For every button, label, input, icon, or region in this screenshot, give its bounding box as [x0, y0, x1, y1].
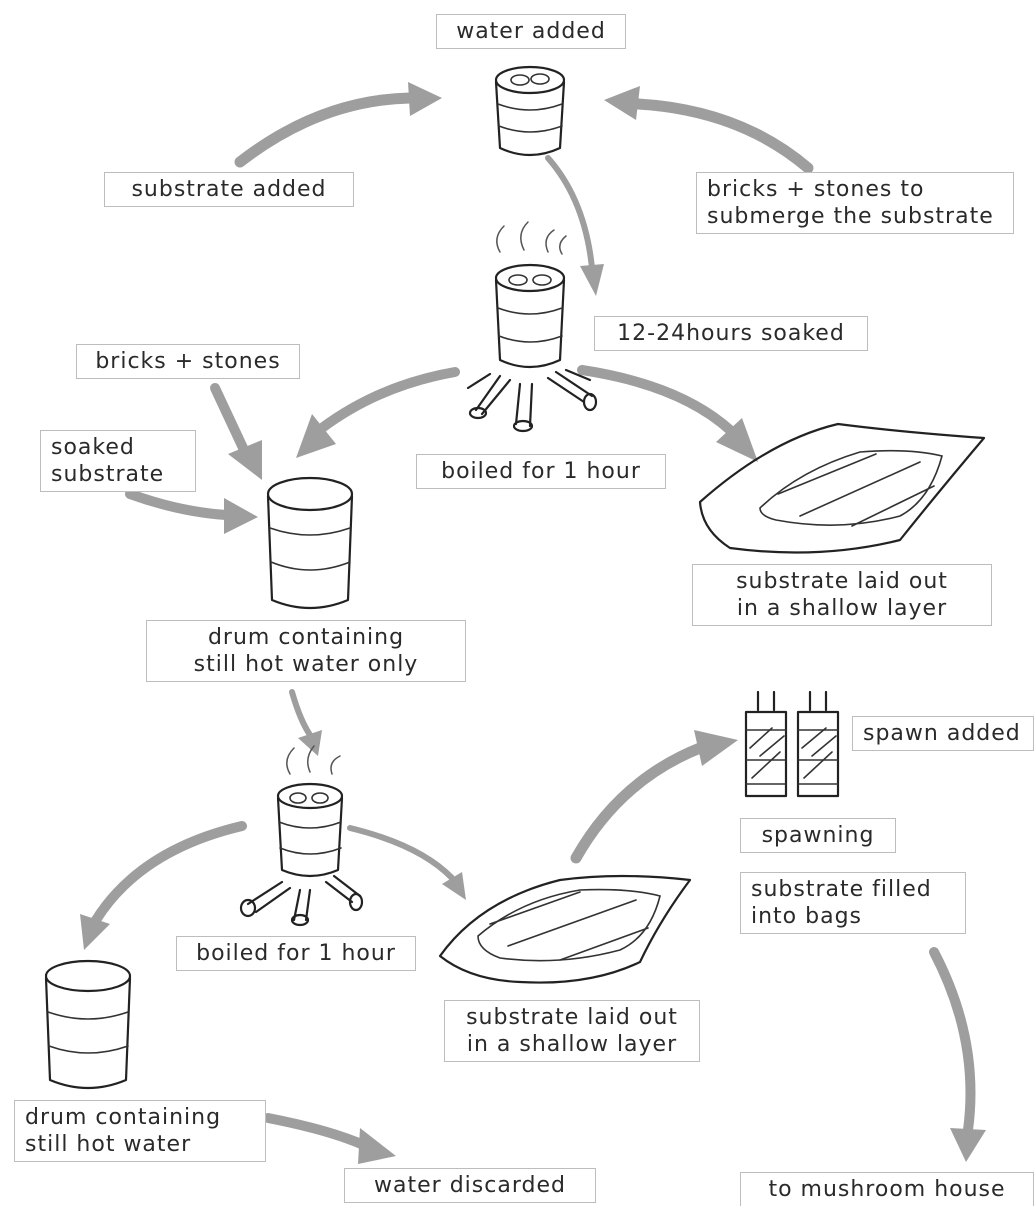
arrow-boil-to-drum-bottom	[80, 821, 247, 950]
label-laid-out-bottom-line-1: substrate laid out	[466, 1005, 678, 1030]
label-drum-hot-water-only-line-2: still hot water only	[193, 652, 419, 677]
label-substrate-added: substrate added	[104, 172, 354, 207]
label-boiled-bottom: boiled for 1 hour	[176, 936, 416, 971]
label-substrate-added-text: substrate added	[131, 177, 327, 202]
label-laid-out-top: substrate laid out in a shallow layer	[692, 564, 992, 626]
label-laid-out-bottom: substrate laid out in a shallow layer	[444, 1000, 700, 1062]
label-water-added-text: water added	[456, 19, 606, 44]
label-filled-into-bags: substrate filled into bags	[740, 872, 966, 934]
label-boiled-top-text: boiled for 1 hour	[441, 459, 641, 484]
boiling-drum-sketch-bottom	[239, 745, 364, 927]
drum-sketch-middle	[266, 476, 354, 610]
label-boiled-top: boiled for 1 hour	[416, 454, 666, 489]
label-filled-into-bags-line-2: into bags	[751, 904, 863, 929]
label-drum-hot-water: drum containing still hot water	[14, 1100, 266, 1162]
substrate-layer-sketch-bottom	[438, 874, 692, 984]
label-water-discarded: water discarded	[344, 1168, 596, 1203]
arrow-boil-to-layout-bottom	[347, 825, 466, 900]
label-bricks-stones-submerge: bricks + stones to submerge the substrat…	[696, 172, 1014, 234]
arrow-layout-to-spawn	[570, 730, 738, 864]
label-to-mushroom-house: to mushroom house	[740, 1172, 1034, 1206]
label-boiled-bottom-text: boiled for 1 hour	[196, 941, 396, 966]
label-soaked-duration: 12-24hours soaked	[594, 316, 868, 351]
drum-sketch-top	[494, 65, 566, 157]
label-drum-hot-water-line-2: still hot water	[25, 1132, 192, 1157]
label-water-added: water added	[436, 14, 626, 49]
arrow-bags-to-house	[929, 947, 986, 1162]
arrow-bricks-to-drum	[604, 86, 814, 174]
label-to-mushroom-house-text: to mushroom house	[768, 1177, 1006, 1202]
label-soaked-substrate-line-1: soaked	[51, 435, 135, 460]
spawn-bags-sketch	[744, 690, 840, 798]
arrow-drum-to-second-boil	[289, 689, 322, 756]
label-drum-hot-water-only: drum containing still hot water only	[146, 620, 466, 682]
label-soaked-duration-text: 12-24hours soaked	[617, 321, 845, 346]
label-spawn-added-text: spawn added	[863, 721, 1021, 746]
label-spawning: spawning	[740, 818, 896, 853]
label-spawn-added: spawn added	[852, 716, 1034, 751]
label-laid-out-top-line-1: substrate laid out	[736, 569, 948, 594]
label-laid-out-top-line-2: in a shallow layer	[736, 596, 948, 621]
label-spawning-text: spawning	[761, 823, 875, 848]
label-drum-hot-water-only-line-1: drum containing	[207, 625, 405, 650]
label-bricks-stones-submerge-line-1: bricks + stones to	[707, 177, 925, 202]
arrow-soaked-to-drum	[125, 489, 258, 534]
substrate-layer-sketch-top	[698, 422, 986, 554]
label-filled-into-bags-line-1: substrate filled	[751, 877, 932, 902]
boiling-drum-sketch-top	[466, 221, 598, 433]
label-soaked-substrate-line-2: substrate	[51, 462, 165, 487]
label-bricks-stones: bricks + stones	[76, 344, 300, 379]
arrow-boil-to-layout	[577, 365, 758, 462]
arrow-substrate-to-drum	[234, 82, 442, 168]
label-bricks-stones-text: bricks + stones	[95, 349, 281, 374]
label-laid-out-bottom-line-2: in a shallow layer	[466, 1032, 678, 1057]
arrow-bricks-stones-to-drum	[210, 383, 262, 480]
drum-sketch-bottom	[44, 959, 132, 1090]
label-drum-hot-water-line-1: drum containing	[25, 1105, 222, 1130]
arrow-drum-to-discard	[263, 1113, 396, 1164]
arrow-boil-to-drum	[296, 367, 460, 458]
label-soaked-substrate: soaked substrate	[40, 430, 196, 492]
label-water-discarded-text: water discarded	[374, 1173, 566, 1198]
arrow-drum-to-soak	[545, 155, 604, 296]
label-bricks-stones-submerge-line-2: submerge the substrate	[707, 204, 994, 229]
